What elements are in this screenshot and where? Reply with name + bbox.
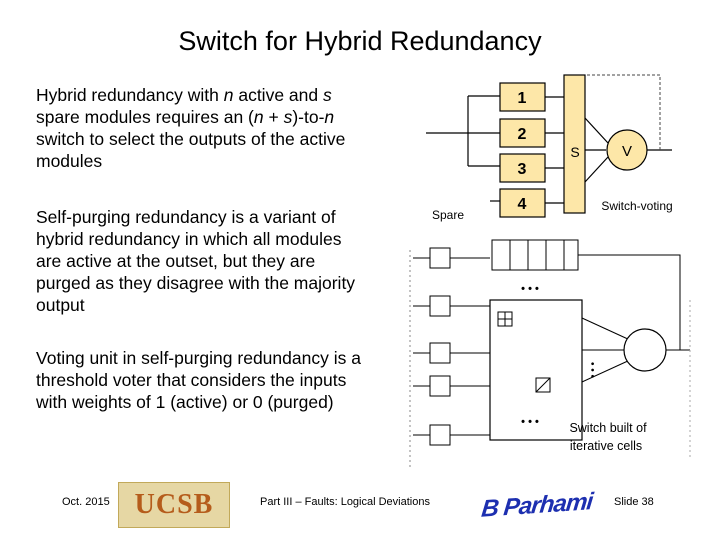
cell-line bbox=[535, 377, 551, 393]
text-run: spare modules requires an ( bbox=[36, 107, 254, 127]
switch-output bbox=[584, 156, 609, 183]
text-run: active and bbox=[233, 85, 323, 105]
module-stub bbox=[429, 247, 451, 269]
array-output bbox=[581, 359, 631, 383]
text-run: switch to select the outputs of the acti… bbox=[36, 129, 346, 171]
module-4-box bbox=[499, 188, 546, 218]
italic-n: n bbox=[324, 107, 335, 127]
module-stub bbox=[429, 342, 451, 364]
module-2-label: 2 bbox=[518, 126, 527, 143]
paragraph-hybrid-redundancy: Hybrid redundancy with n active and s sp… bbox=[36, 84, 366, 172]
module-stub bbox=[429, 375, 451, 397]
dots-bottom: • • • bbox=[521, 416, 539, 428]
switch-output bbox=[584, 117, 609, 144]
text-run: + bbox=[263, 107, 284, 127]
text-run: Hybrid redundancy with bbox=[36, 85, 224, 105]
module-1-label: 1 bbox=[518, 90, 527, 107]
switch-box bbox=[563, 74, 586, 214]
ucsb-logo-text: UCSB bbox=[134, 489, 214, 520]
module-1-box bbox=[499, 82, 546, 112]
cell-switch-caption-2: iterative cells bbox=[570, 439, 642, 453]
slide-title: Switch for Hybrid Redundancy bbox=[178, 26, 542, 56]
parhami-logo-text: B Parhami bbox=[480, 488, 594, 523]
parhami-logo: B Parhami bbox=[478, 484, 596, 528]
switch-voting-label: Switch-voting bbox=[601, 199, 672, 213]
array-output bbox=[581, 317, 631, 341]
threshold-voter bbox=[623, 328, 667, 372]
dots-top: • • • bbox=[521, 283, 539, 295]
voter-label: V bbox=[622, 143, 632, 160]
paragraph-self-purging: Self-purging redundancy is a variant of … bbox=[36, 207, 356, 315]
register-top bbox=[491, 239, 579, 271]
paragraph-voting-unit: Voting unit in self-purging redundancy i… bbox=[36, 348, 361, 412]
footer-course: Part III – Faults: Logical Deviations bbox=[260, 496, 430, 508]
text-run: )-to- bbox=[292, 107, 325, 127]
module-3-label: 3 bbox=[518, 161, 527, 178]
italic-s: s bbox=[283, 107, 293, 127]
italic-n: n bbox=[253, 107, 264, 127]
dots-vertical: • • • bbox=[588, 361, 599, 378]
module-stub bbox=[429, 295, 451, 317]
cell-switch-caption-1: Switch built of bbox=[569, 421, 647, 435]
spare-label: Spare bbox=[432, 208, 464, 222]
italic-n: n bbox=[223, 85, 234, 105]
voter-feedback-line bbox=[585, 74, 661, 150]
italic-s: s bbox=[322, 85, 332, 105]
module-3-box bbox=[499, 153, 546, 183]
ucsb-logo: UCSB bbox=[118, 482, 230, 528]
module-4-label: 4 bbox=[518, 196, 527, 213]
switch-label: S bbox=[570, 144, 579, 160]
feedback-line bbox=[578, 254, 681, 350]
module-stub bbox=[429, 424, 451, 446]
footer-date: Oct. 2015 bbox=[62, 496, 110, 508]
footer-slide-number: Slide 38 bbox=[614, 496, 654, 508]
